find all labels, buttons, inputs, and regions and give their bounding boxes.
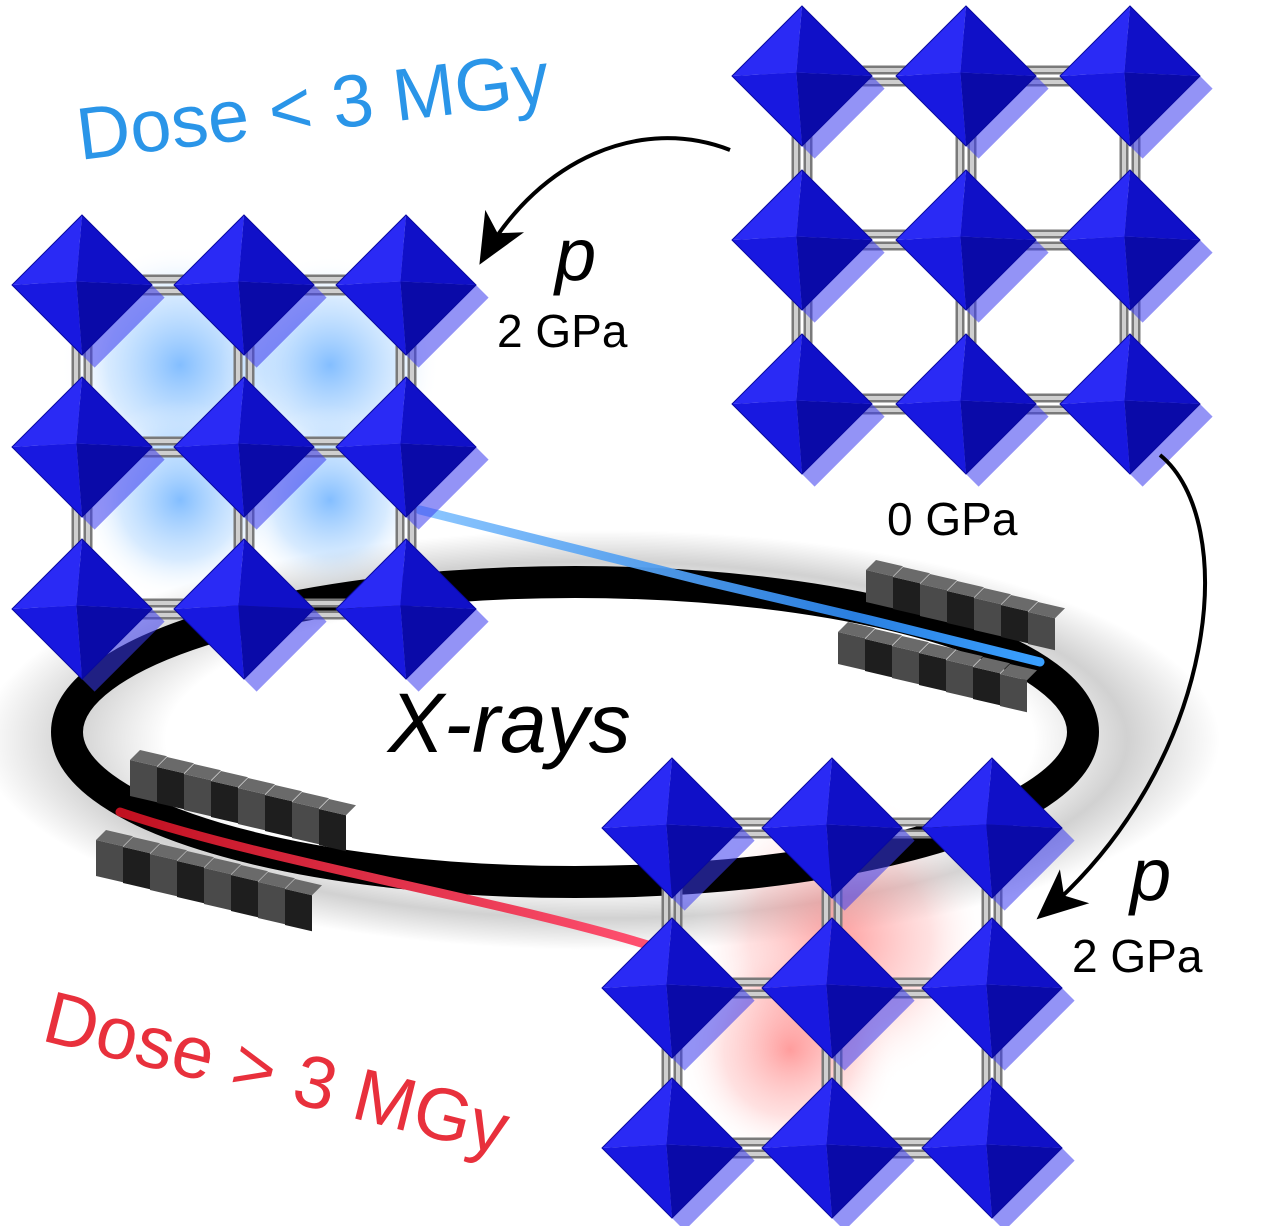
- beam-high-dose: [115, 807, 653, 950]
- octahedron-r2-c0: [11, 538, 165, 692]
- octahedron-r0-c0: [11, 214, 165, 368]
- pressure-value-bottom: 2 GPa: [1072, 930, 1203, 982]
- octahedron-r2-c0: [601, 1077, 755, 1226]
- octahedron-r2-c1: [895, 333, 1049, 487]
- octahedron-r0-c1: [895, 5, 1049, 159]
- octahedron-r2-c2: [1059, 333, 1213, 487]
- octahedron-r1-c2: [335, 376, 489, 530]
- dose-low-label: Dose < 3 MGy: [72, 36, 554, 176]
- octahedron-r1-c1: [761, 917, 915, 1071]
- octahedron-r0-c1: [173, 214, 327, 368]
- octahedron-r2-c1: [761, 1077, 915, 1226]
- octahedron-r1-c2: [1059, 169, 1213, 323]
- octahedron-r1-c1: [173, 376, 327, 530]
- arrow-to-high-dose: [1036, 453, 1207, 920]
- xray-ring: [51, 566, 1099, 898]
- octahedron-r2-c1: [173, 538, 327, 692]
- pressure-symbol-top: p: [553, 213, 596, 296]
- pressure-symbol-bottom: p: [1128, 833, 1171, 916]
- pressure-value-start: 0 GPa: [887, 493, 1018, 545]
- octahedron-r0-c0: [731, 5, 885, 159]
- octahedron-r0-c0: [601, 757, 755, 911]
- octahedron-r1-c0: [601, 917, 755, 1071]
- structure-2gpa-low-dose: [11, 214, 489, 692]
- octahedron-r0-c2: [1059, 5, 1213, 159]
- arrow-to-low-dose: [479, 136, 731, 265]
- octahedron-r1-c0: [731, 169, 885, 323]
- octahedron-r1-c0: [11, 376, 165, 530]
- octahedron-r2-c2: [921, 1077, 1075, 1226]
- beam-low-dose: [415, 505, 1045, 667]
- pressure-value-top: 2 GPa: [497, 305, 628, 357]
- undulator-left: [96, 750, 356, 932]
- octahedron-r1-c2: [921, 917, 1075, 1071]
- magnet-row-lower: [96, 830, 322, 932]
- dose-high-label: Dose > 3 MGy: [36, 975, 517, 1170]
- octahedron-r2-c2: [335, 538, 489, 692]
- octahedron-r2-c0: [731, 333, 885, 487]
- magnet-row-upper: [866, 560, 1065, 651]
- octahedron-r0-c2: [335, 214, 489, 368]
- structure-0gpa: [731, 5, 1213, 487]
- octahedron-r0-c1: [761, 757, 915, 911]
- magnet-row-lower: [838, 622, 1037, 713]
- undulator-right: [838, 560, 1065, 713]
- xrays-label: X-rays: [386, 676, 631, 770]
- structure-2gpa-high-dose: [601, 757, 1075, 1226]
- octahedron-r1-c1: [895, 169, 1049, 323]
- magnet-row-upper: [130, 750, 356, 852]
